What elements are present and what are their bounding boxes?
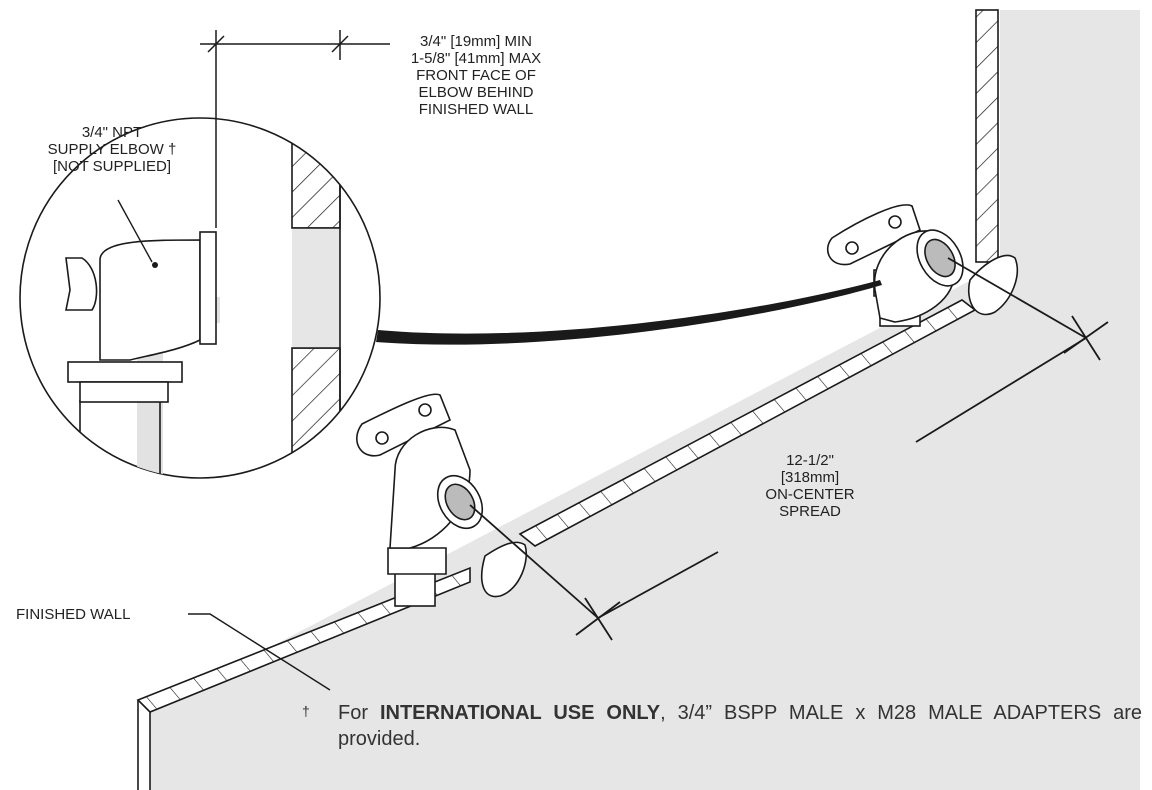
footnote-text: For INTERNATIONAL USE ONLY, 3/4” BSPP MA… [338,702,1142,750]
corner-wall-section [975,9,999,263]
lower-elbow-fitting [356,393,527,607]
finished-wall-label: FINISHED WALL [16,606,131,623]
depth-dimension-label: 3/4" [19mm] MIN 1-5/8" [41mm] MAX FRONT … [410,33,542,118]
finished-wall-leader [188,613,331,691]
footnote: † For INTERNATIONAL USE ONLY, 3/4” BSPP … [302,700,1142,752]
detail-circle [19,117,381,479]
detail-connector [376,280,882,345]
spread-dimension [469,257,1109,641]
spread-label: 12-1/2" [318mm] ON-CENTER SPREAD [765,452,855,520]
supply-elbow-label: 3/4" NPT SUPPLY ELBOW † [NOT SUPPLIED] [47,124,177,175]
dagger-symbol: † [302,703,310,719]
depth-dimension [200,30,390,228]
footnote-emphasis: INTERNATIONAL USE ONLY [379,702,661,724]
upper-elbow-fitting [826,204,1019,327]
